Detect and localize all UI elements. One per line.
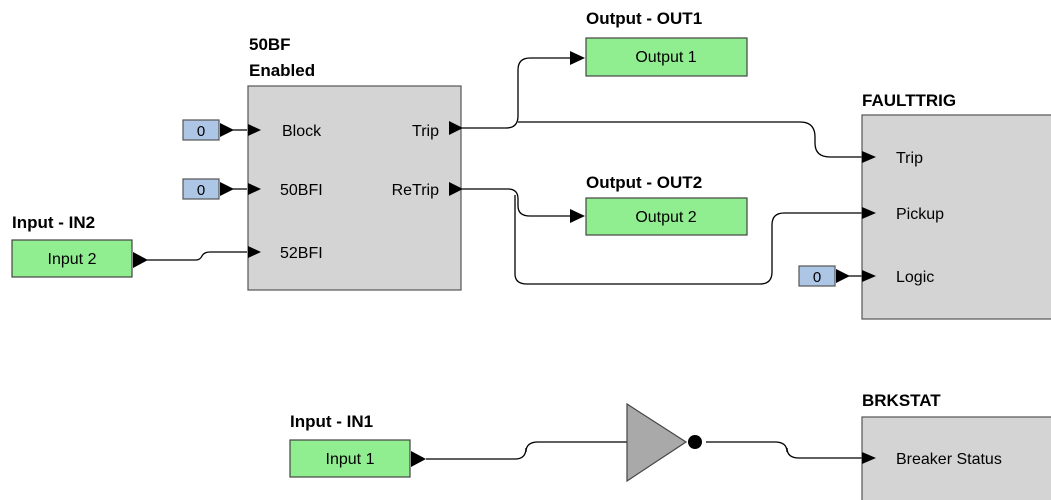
block-50bf-title-line1: 50BF: [249, 35, 291, 54]
wire-in2-52bfi: [147, 251, 247, 261]
wire-not-brkstat: [706, 441, 862, 459]
wires: [147, 57, 862, 460]
input-in1-label: Input 1: [326, 451, 375, 468]
wire-trip-out1: [462, 57, 570, 129]
input-in1[interactable]: Input - IN1 Input 1: [289, 412, 426, 478]
input-in2-box[interactable]: [11, 239, 133, 278]
port-arrow-block: [248, 124, 261, 136]
block-brkstat[interactable]: BRKSTAT Breaker Status: [861, 391, 1051, 500]
block-50bf-title-line2: Enabled: [249, 61, 315, 80]
const-block-value: 0: [197, 123, 205, 140]
const-50bfi-box[interactable]: [182, 178, 220, 200]
wire-in1-not: [426, 441, 627, 460]
input-in1-box[interactable]: [289, 439, 411, 478]
input-in2-label: Input 2: [48, 251, 97, 268]
const-50bfi-value: 0: [197, 182, 205, 199]
input-in2-arrow: [133, 252, 148, 268]
const-block-box[interactable]: [182, 119, 220, 141]
port-label-ft-trip: Trip: [896, 150, 923, 167]
block-faulttrig[interactable]: FAULTTRIG Trip Pickup Logic: [861, 91, 1051, 320]
output-out2[interactable]: Output - OUT2 Output 2: [570, 173, 748, 236]
output-out2-box[interactable]: [585, 197, 748, 236]
output-out1-title: Output - OUT1: [586, 9, 702, 28]
block-brkstat-title: BRKSTAT: [862, 391, 941, 410]
block-50bf-body[interactable]: [247, 85, 462, 291]
output-out1[interactable]: Output - OUT1 Output 1: [570, 9, 748, 77]
port-label-52bfi: 52BFI: [280, 245, 323, 262]
port-label-ft-logic: Logic: [896, 269, 934, 286]
port-arrow-52bfi: [248, 246, 261, 258]
input-in2[interactable]: Input - IN2 Input 2: [11, 213, 148, 278]
wire-retrip-out2: [462, 188, 570, 217]
port-label-block: Block: [282, 123, 322, 140]
port-label-retrip: ReTrip: [392, 182, 440, 199]
output-out1-label: Output 1: [635, 49, 696, 66]
not-gate[interactable]: [626, 402, 702, 483]
port-arrow-ft-trip: [862, 151, 876, 163]
block-faulttrig-title: FAULTTRIG: [862, 91, 956, 110]
output-out1-arrow: [570, 51, 585, 65]
wire-trip-faulttrig: [518, 121, 862, 158]
const-block[interactable]: 0: [182, 119, 234, 141]
port-label-trip: Trip: [412, 123, 439, 140]
input-in1-title: Input - IN1: [290, 412, 373, 431]
block-brkstat-body[interactable]: [861, 416, 1051, 500]
port-arrow-trip: [449, 121, 463, 135]
const-50bfi[interactable]: 0: [182, 178, 234, 200]
output-out2-arrow: [570, 209, 585, 223]
const-50bfi-arrow: [220, 182, 234, 196]
port-arrow-breaker-status: [862, 452, 876, 464]
port-arrow-50bfi: [248, 183, 261, 195]
not-gate-triangle-icon[interactable]: [626, 402, 688, 483]
const-logic-box[interactable]: [798, 265, 836, 287]
const-logic-arrow: [836, 269, 850, 283]
block-50bf[interactable]: 50BF Enabled Block 50BFI 52BFI Trip ReTr…: [247, 35, 463, 291]
wire-retrip-pickup: [514, 195, 862, 285]
port-arrow-retrip: [449, 182, 463, 196]
port-label-50bfi: 50BFI: [280, 182, 323, 199]
block-faulttrig-body[interactable]: [861, 114, 1051, 320]
not-gate-bubble-icon: [688, 435, 702, 449]
output-out1-box[interactable]: [585, 37, 748, 77]
port-label-breaker-status: Breaker Status: [896, 451, 1002, 468]
port-arrow-ft-pickup: [862, 207, 876, 219]
output-out2-title: Output - OUT2: [586, 173, 702, 192]
const-logic[interactable]: 0: [798, 265, 850, 287]
input-in2-title: Input - IN2: [12, 213, 95, 232]
port-label-ft-pickup: Pickup: [896, 206, 944, 223]
const-block-arrow: [220, 123, 234, 137]
const-logic-value: 0: [813, 269, 821, 286]
input-in1-arrow: [411, 451, 426, 467]
port-arrow-ft-logic: [862, 270, 876, 282]
output-out2-label: Output 2: [635, 209, 696, 226]
